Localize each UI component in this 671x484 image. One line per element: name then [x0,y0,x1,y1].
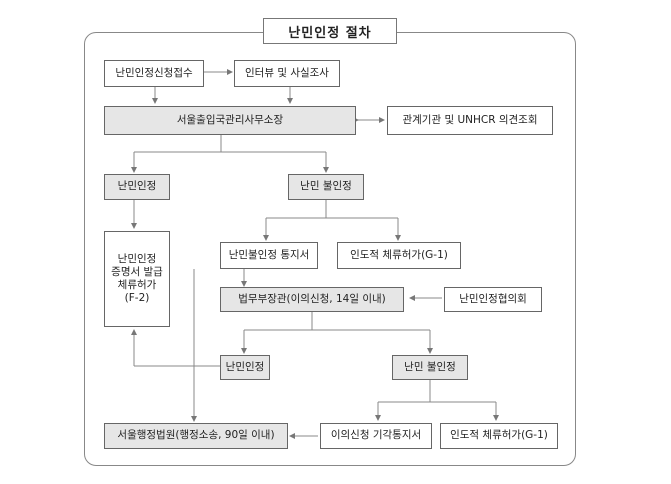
node-rejected-1: 난민 불인정 [288,174,364,200]
node-humanitarian-1: 인도적 체류허가(G-1) [337,242,461,269]
node-humanitarian-2: 인도적 체류허가(G-1) [440,423,558,449]
node-recognized-1: 난민인정 [104,174,170,200]
node-court: 서울행정법원(행정소송, 90일 이내) [104,423,288,449]
node-reject-notice: 난민불인정 통지서 [220,242,318,269]
node-office: 서울출입국관리사무소장 [104,106,356,135]
node-rejected-2: 난민 불인정 [392,355,468,380]
node-council: 난민인정협의회 [444,287,542,312]
node-recognized-2: 난민인정 [220,355,270,380]
node-consult: 관계기관 및 UNHCR 의견조회 [387,106,553,135]
node-interview: 인터뷰 및 사실조사 [234,60,340,87]
node-apply: 난민인정신청접수 [104,60,204,87]
node-certificate: 난민인정 증명서 발급 체류허가 (F-2) [104,231,170,327]
node-appeal-reject: 이의신청 기각통지서 [320,423,432,449]
node-ministry: 법무부장관(이의신청, 14일 이내) [220,287,404,312]
diagram-title: 난민인정 절차 [263,18,397,44]
